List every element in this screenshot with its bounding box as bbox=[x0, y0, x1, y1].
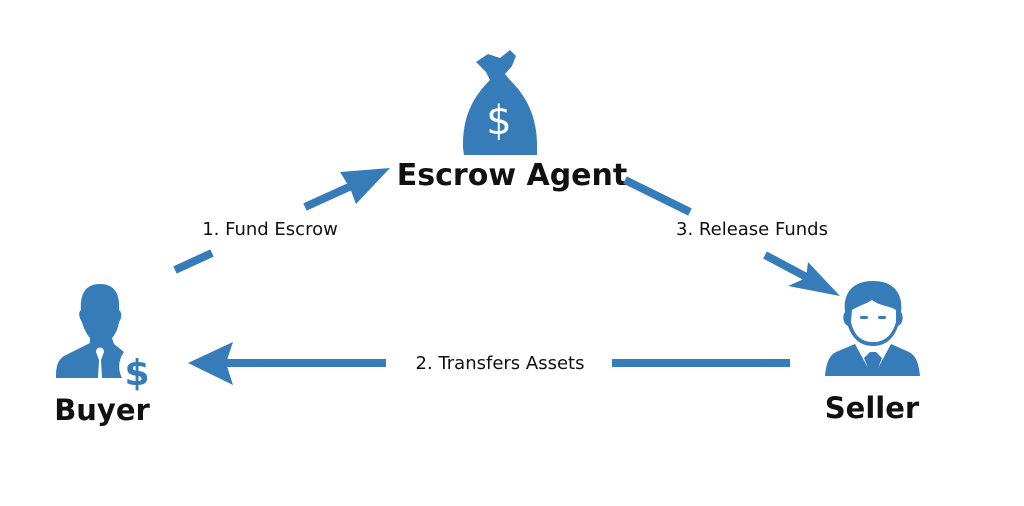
release-funds-label: 3. Release Funds bbox=[676, 219, 828, 240]
escrow-agent-label: Escrow Agent bbox=[397, 158, 627, 193]
businessman-icon bbox=[825, 281, 920, 376]
businessman-dollar-icon: $ bbox=[56, 284, 150, 394]
fund-escrow-arrow bbox=[173, 168, 390, 274]
fund-escrow-label: 1. Fund Escrow bbox=[202, 219, 338, 240]
release-funds-arrow bbox=[623, 176, 840, 296]
transfers-assets-label: 2. Transfers Assets bbox=[416, 353, 585, 374]
money-bag-icon: $ bbox=[462, 50, 538, 155]
svg-text:$: $ bbox=[124, 353, 149, 394]
svg-text:$: $ bbox=[486, 98, 511, 144]
seller-label: Seller bbox=[825, 391, 920, 425]
transfers-assets-arrow bbox=[188, 342, 790, 385]
buyer-label: Buyer bbox=[54, 393, 150, 427]
